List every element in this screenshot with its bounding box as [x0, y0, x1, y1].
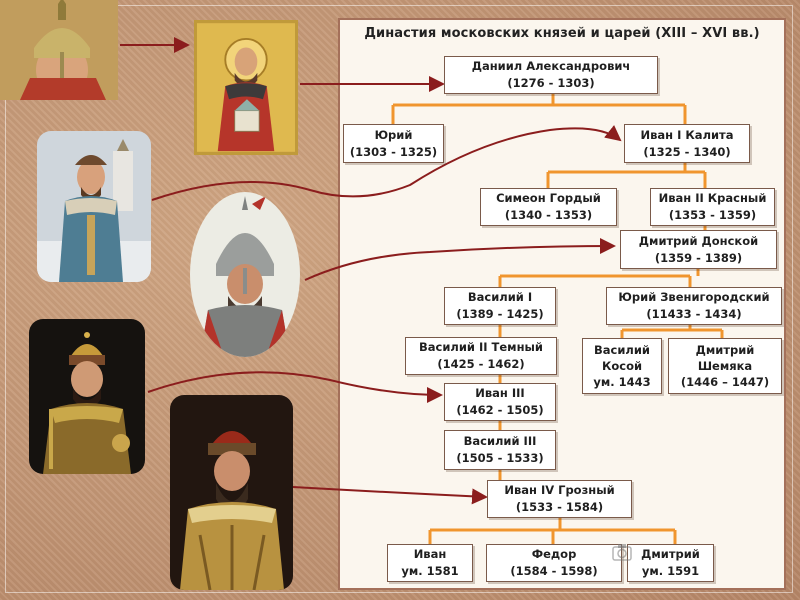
portrait-arrows: [120, 37, 622, 505]
node-years: (1325 - 1340): [643, 144, 731, 159]
node-name: Даниил Александрович: [471, 59, 631, 74]
node-line: Василий: [594, 342, 650, 357]
node-name: Юрий Звенигородский: [618, 290, 770, 305]
node-yuri: Юрий (1303 - 1325): [343, 124, 444, 163]
tsar-crown-portrait-icon: [29, 319, 145, 474]
node-years: (1462 - 1505): [456, 403, 544, 417]
node-years: (11433 - 1434): [646, 307, 742, 321]
node-years: (1533 - 1584): [515, 500, 604, 514]
node-years: (1505 - 1533): [456, 451, 544, 465]
tree-lines: [391, 92, 724, 544]
node-years: ум. 1581: [401, 564, 459, 578]
slide-frame: [5, 5, 793, 593]
node-ivan-son: Иван ум. 1581: [387, 544, 473, 582]
node-years: (1353 - 1359): [668, 208, 757, 222]
node-fedor: Федор (1584 - 1598): [486, 544, 622, 582]
node-name: Федор: [531, 547, 577, 562]
node-ivan2: Иван II Красный (1353 - 1359): [650, 188, 775, 226]
saint-icon-portrait-icon: [194, 20, 298, 155]
node-name: Иван: [413, 547, 447, 562]
node-years: ум. 1591: [641, 564, 700, 578]
node-name: Василий II Темный: [419, 340, 543, 355]
node-name: Дмитрий Донской: [638, 233, 759, 248]
node-name: Иван I Калита: [640, 127, 734, 142]
node-years: (1340 - 1353): [504, 208, 593, 222]
node-ivan3: Иван III (1462 - 1505): [444, 383, 556, 421]
node-years: (1303 - 1325): [349, 144, 438, 159]
node-dmitry-shemyaka: Дмитрий Шемяка (1446 – 1447): [668, 338, 782, 394]
prince-fur-hat-portrait-icon: [37, 131, 151, 282]
node-name: Иван IV Грозный: [504, 483, 615, 498]
warrior-helmet-portrait-icon: [0, 0, 118, 100]
node-line: ум. 1443: [593, 375, 651, 390]
node-line: (1446 – 1447): [680, 375, 770, 390]
node-daniil: Даниил Александрович (1276 - 1303): [444, 56, 658, 94]
node-years: (1584 - 1598): [510, 564, 598, 578]
node-vasily1: Василий I (1389 - 1425): [444, 287, 556, 325]
node-ivan4: Иван IV Грозный (1533 - 1584): [487, 480, 632, 518]
node-yuri-zvenigorodsky: Юрий Звенигородский (11433 - 1434): [606, 287, 782, 325]
node-vasily2: Василий II Темный (1425 - 1462): [405, 337, 557, 375]
node-ivan1: Иван I Калита (1325 - 1340): [624, 124, 750, 163]
node-line: Косой: [601, 358, 643, 373]
node-name: Иван II Красный: [658, 191, 767, 206]
node-years: (1276 - 1303): [507, 76, 595, 90]
node-name: Дмитрий: [641, 547, 700, 562]
node-line: Дмитрий: [695, 342, 755, 357]
node-years: (1359 - 1389): [654, 250, 743, 265]
node-name: Иван III: [475, 386, 525, 401]
node-dmitry-son: Дмитрий ум. 1591: [627, 544, 714, 582]
node-years: (1389 - 1425): [456, 307, 544, 321]
node-name: Юрий: [374, 127, 413, 142]
node-vasily3: Василий III (1505 - 1533): [444, 430, 556, 470]
node-dmitry: Дмитрий Донской (1359 - 1389): [620, 230, 777, 269]
node-name: Василий I: [467, 290, 533, 305]
camera-watermark-icon: [612, 544, 632, 561]
ivan-grozny-portrait-icon: [170, 395, 293, 590]
node-name: Василий III: [463, 434, 537, 449]
node-name: Симеон Гордый: [496, 191, 601, 206]
node-line: Шемяка: [697, 358, 753, 373]
page-title: Династия московских князей и царей (XIII…: [364, 26, 760, 41]
knight-helmet-portrait-icon: [190, 192, 300, 357]
node-years: (1425 - 1462): [437, 357, 525, 371]
node-simeon: Симеон Гордый (1340 - 1353): [480, 188, 617, 226]
node-vasily-kosoy: Василий Косой ум. 1443: [582, 338, 662, 394]
